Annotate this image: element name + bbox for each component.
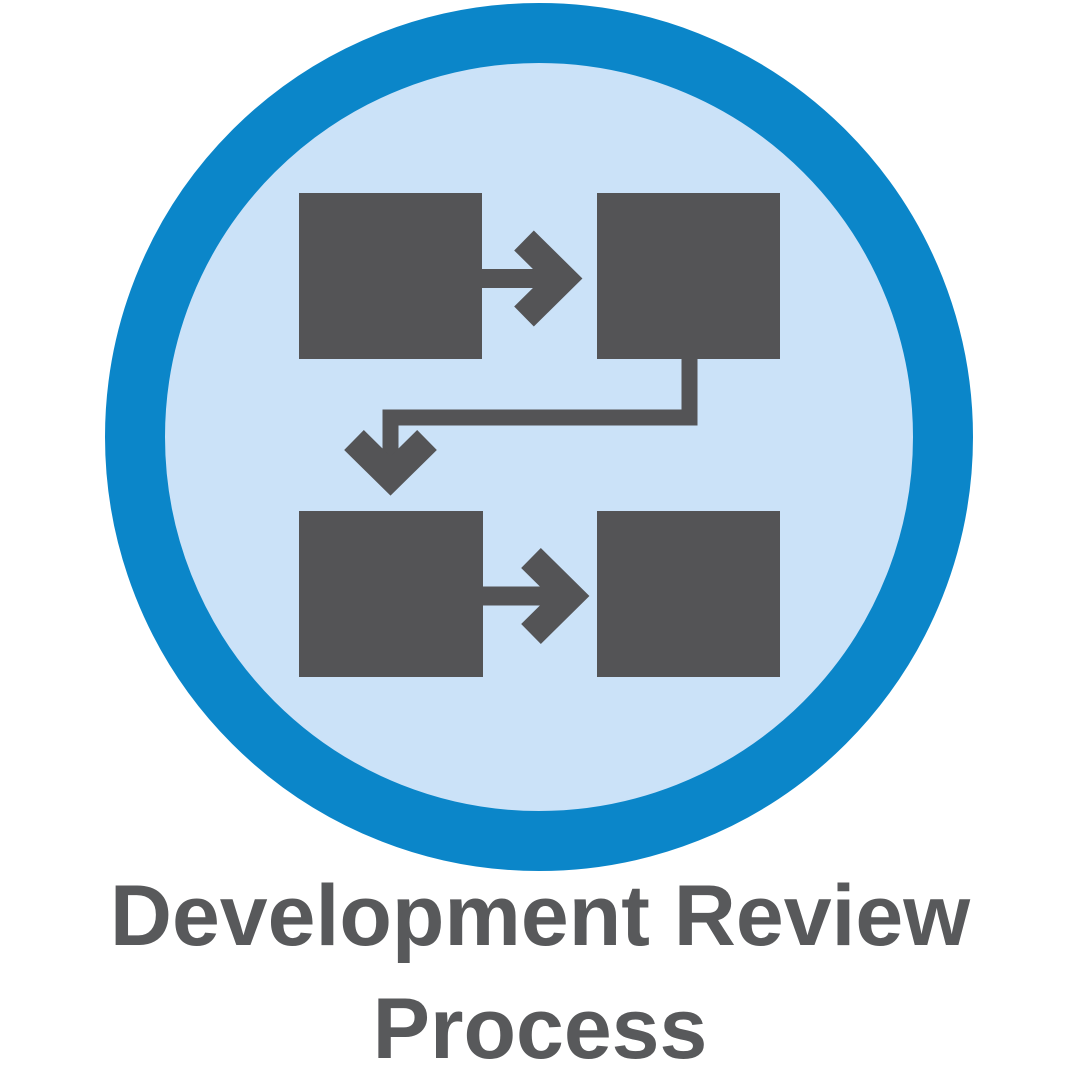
process-box-bottom-right (597, 511, 780, 677)
arrow-bottom-right-icon (483, 548, 590, 644)
process-box-top-right (597, 193, 780, 359)
caption-title: Development Review Process (109, 868, 971, 1077)
arrow-elbow-down-icon (344, 353, 698, 496)
arrow-top-right-icon (482, 230, 583, 327)
process-box-top-left (299, 193, 482, 359)
process-box-bottom-left (299, 511, 483, 677)
